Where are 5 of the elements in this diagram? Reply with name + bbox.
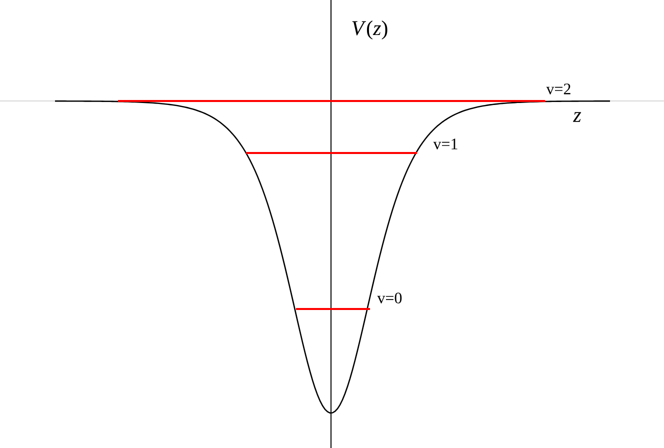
- axis-label: z: [572, 112, 582, 122]
- level-label: v=2: [546, 84, 570, 94]
- level-label: v=1: [433, 138, 458, 150]
- level-label: v=0: [377, 292, 402, 304]
- axis-label: V(z): [352, 20, 388, 40]
